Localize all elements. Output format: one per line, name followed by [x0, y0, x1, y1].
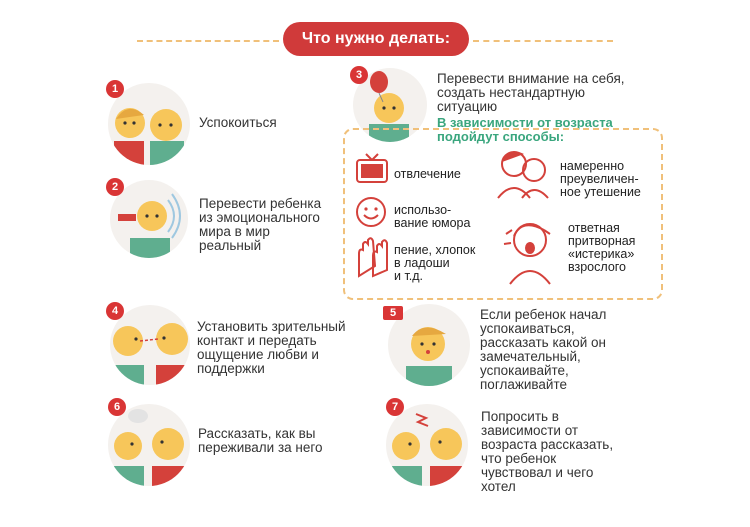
methods-heading-line: В зависимости от возраста [437, 115, 613, 130]
method-line: намеренно [560, 159, 625, 173]
method-line: вание юмора [394, 216, 471, 230]
screaming-adult-icon [503, 223, 551, 285]
step-4-line: ощущение любви и [197, 347, 319, 362]
step-2-line: из эмоционального [199, 210, 320, 225]
method-line: преувеличен- [560, 172, 639, 186]
method-clapping-text: пение, хлопок в ладоши и т.д. [394, 244, 475, 283]
tv-icon [356, 153, 388, 183]
method-line: взрослого [568, 260, 627, 274]
step-5-line: рассказать какой он [480, 335, 606, 350]
smile-face-icon [356, 197, 386, 227]
method-comforting-text: намеренно преувеличен- ное утешение [560, 160, 641, 199]
step-5-line: Если ребенок начал [480, 307, 607, 322]
calm-child-icon [406, 327, 452, 386]
method-line: ответная [568, 221, 620, 235]
step-7-line: возраста рассказать, [481, 437, 614, 452]
step-5-number: 5 [383, 306, 403, 320]
step-3-line: Перевести внимание на себя, [437, 71, 625, 86]
step-2-number: 2 [106, 178, 124, 196]
eye-contact-icon [113, 323, 188, 385]
step-5-line: успокаивайте, [480, 363, 569, 378]
method-line: притворная [568, 234, 636, 248]
step-5-line: замечательный, [480, 349, 581, 364]
step-7-line: зависимости от [481, 423, 579, 438]
comforting-people-icon [497, 151, 549, 199]
method-distraction-text: отвлечение [394, 168, 461, 181]
child-with-waves-icon [118, 193, 181, 258]
two-children-icon [114, 108, 184, 165]
method-line: ное утешение [560, 185, 641, 199]
step-4-line: поддержки [197, 361, 265, 376]
step-6-number: 6 [108, 398, 126, 416]
step-5-line: успокаиваться, [480, 321, 575, 336]
step-2-line: реальный [199, 238, 262, 253]
step-4-text: Установить зрительный контакт и передать… [197, 320, 346, 376]
step-6-text: Рассказать, как вы переживали за него [198, 427, 323, 455]
step-3-line: создать нестандартную [437, 85, 586, 100]
method-humor-text: использо- вание юмора [394, 204, 470, 230]
step-1-illustration [108, 83, 190, 165]
step-7-illustration [386, 404, 468, 486]
step-2-line: мира в мир [199, 224, 270, 239]
step-7-number: 7 [386, 398, 404, 416]
method-line: использо- [394, 203, 452, 217]
child-with-balloon-icon [369, 71, 409, 142]
methods-heading: В зависимости от возраста подойдут спосо… [437, 116, 613, 144]
step-7-text: Попросить в зависимости от возраста расс… [481, 410, 613, 494]
child-telling-icon [392, 413, 464, 486]
methods-box [343, 128, 663, 300]
step-6-line: Рассказать, как вы [198, 426, 316, 441]
step-5-line: поглаживайте [480, 377, 568, 392]
step-2-illustration [110, 180, 188, 258]
step-4-line: контакт и передать [197, 333, 317, 348]
method-line: «истерика» [568, 247, 635, 261]
page-title: Что нужно делать: [283, 22, 469, 56]
step-6-illustration [108, 404, 190, 486]
method-line: отвлечение [394, 167, 461, 181]
step-2-text: Перевести ребенка из эмоционального мира… [199, 197, 321, 253]
step-2-line: Перевести ребенка [199, 196, 322, 211]
talking-people-icon [114, 409, 186, 486]
title-right-divider [473, 40, 613, 42]
step-7-line: хотел [481, 479, 516, 494]
step-4-number: 4 [106, 302, 124, 320]
methods-heading-line: подойдут способы: [437, 129, 565, 144]
step-6-line: переживали за него [198, 440, 323, 455]
step-7-line: что ребенок [481, 451, 557, 466]
method-line: и т.д. [394, 269, 424, 283]
step-7-line: чувствовал и чего [481, 465, 594, 480]
step-4-line: Установить зрительный [197, 319, 346, 334]
clapping-hands-icon [358, 237, 388, 278]
step-1-number: 1 [106, 80, 124, 98]
step-4-illustration [110, 305, 190, 385]
method-tantrum-text: ответная притворная «истерика» взрослого [568, 222, 635, 274]
step-1-text: Успокоиться [199, 115, 277, 130]
title-left-divider [137, 40, 279, 42]
step-3-number: 3 [350, 66, 368, 84]
step-3-line: ситуацию [437, 99, 498, 114]
method-line: пение, хлопок [394, 243, 476, 257]
step-3-text: Перевести внимание на себя, создать нест… [437, 72, 625, 114]
step-7-line: Попросить в [481, 409, 559, 424]
method-line: в ладоши [394, 256, 450, 270]
step-5-text: Если ребенок начал успокаиваться, расска… [480, 308, 606, 392]
